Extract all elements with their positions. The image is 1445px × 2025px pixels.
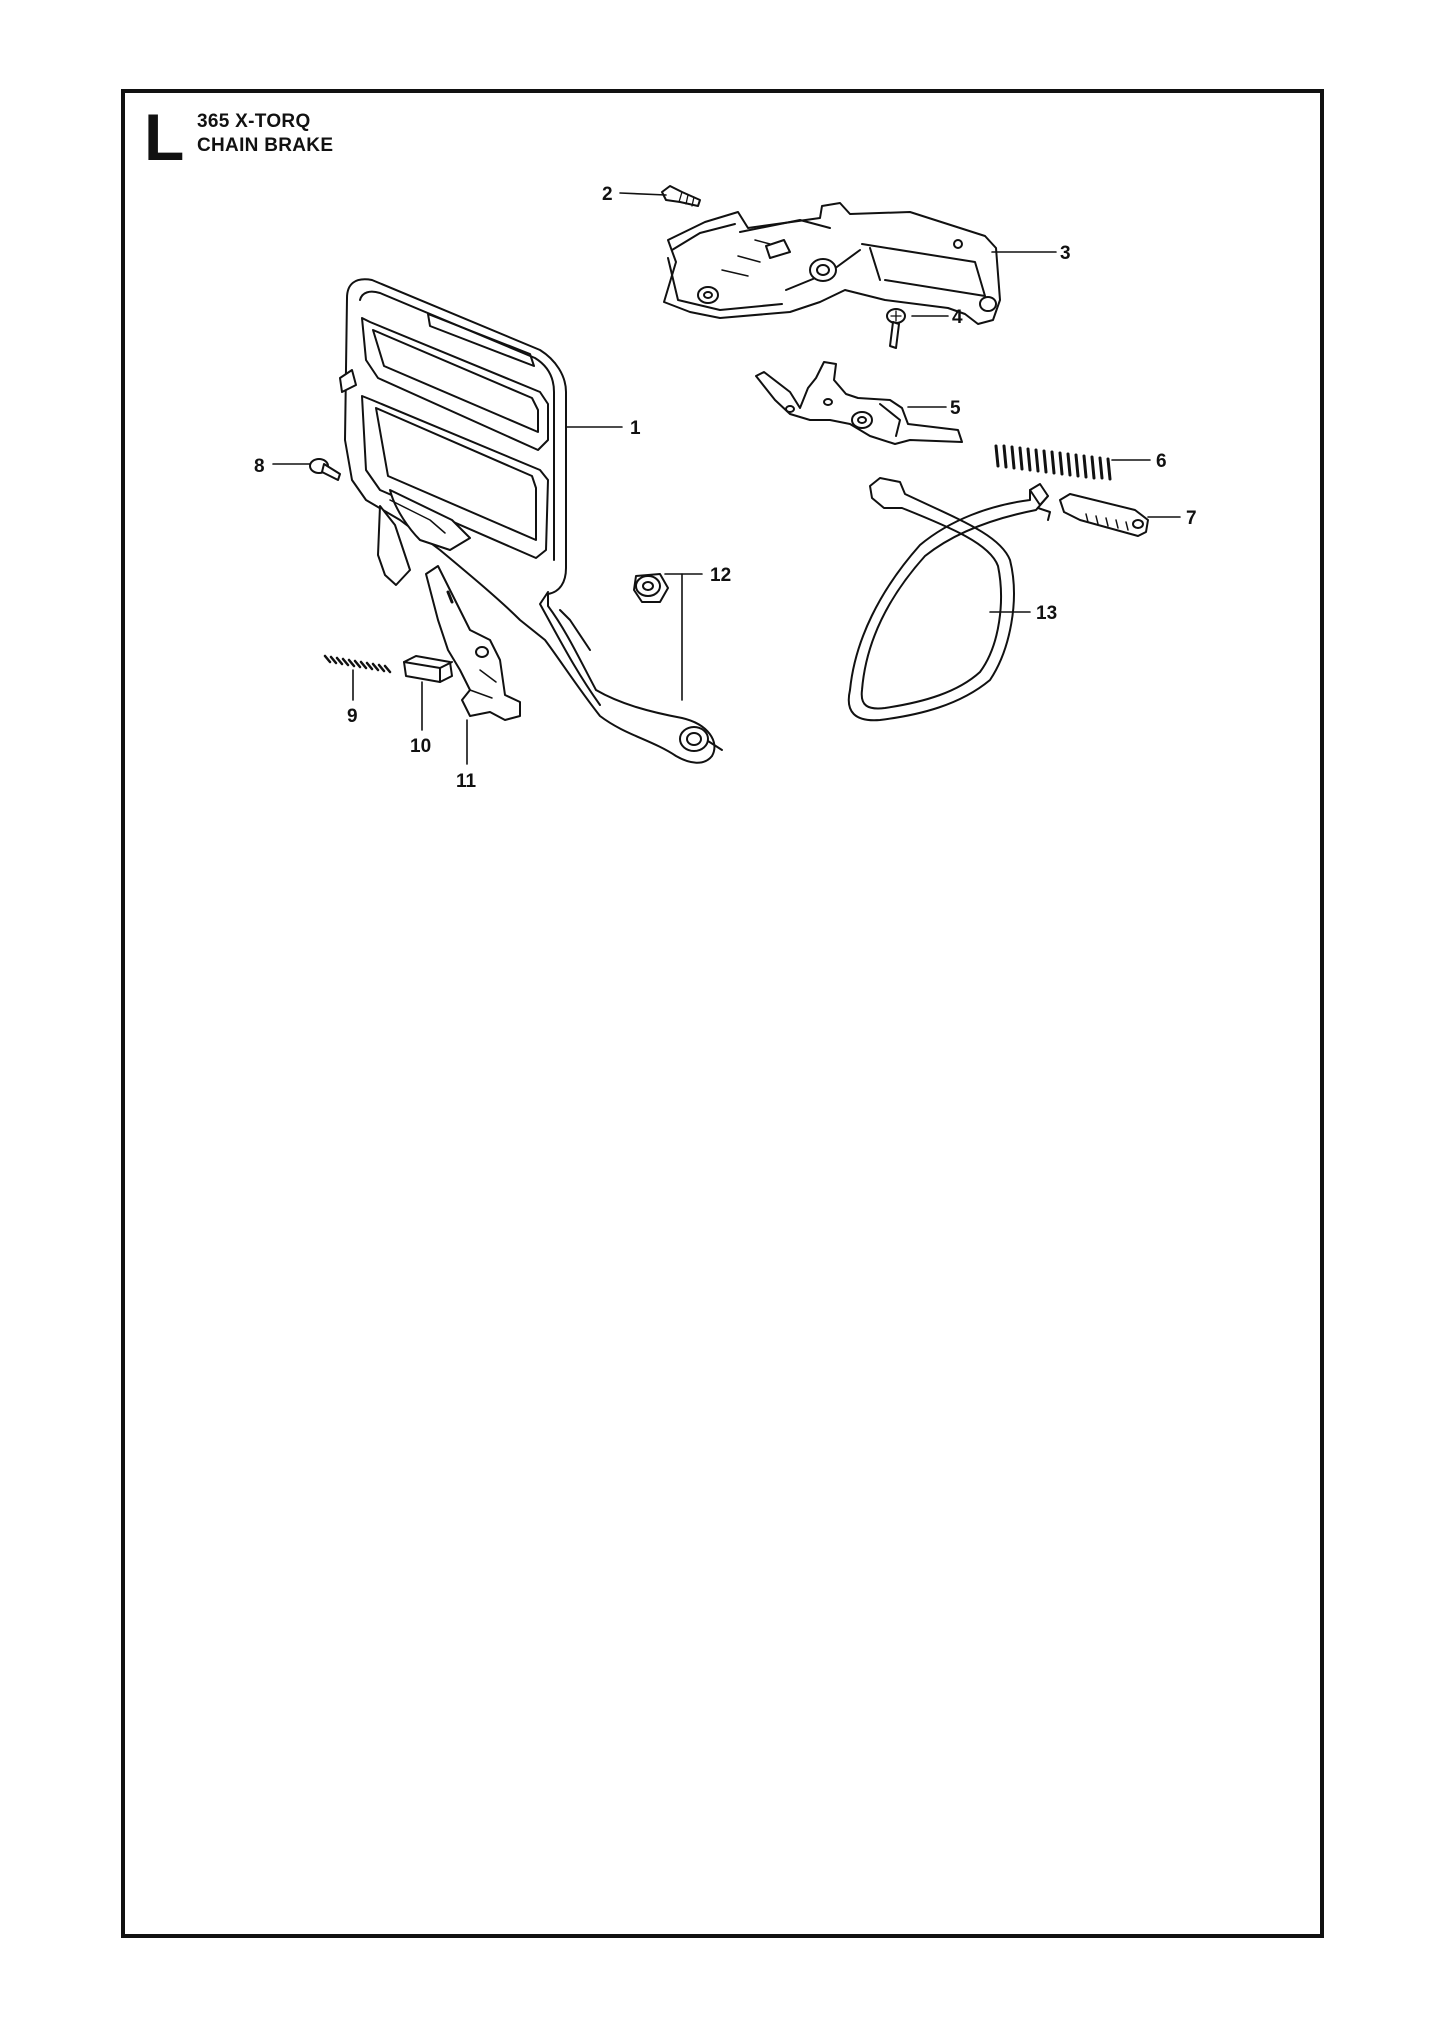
part-8-screw bbox=[309, 458, 341, 481]
callout-13: 13 bbox=[1036, 603, 1057, 624]
callout-7: 7 bbox=[1186, 508, 1197, 529]
part-5-trigger bbox=[755, 361, 963, 445]
page-frame bbox=[121, 89, 1324, 1938]
part-4-screw bbox=[886, 308, 906, 349]
model-name: 365 X-TORQ bbox=[197, 111, 311, 132]
part-2-screw bbox=[661, 185, 701, 207]
callout-4: 4 bbox=[952, 307, 963, 328]
leader-2 bbox=[619, 192, 667, 196]
callout-10: 10 bbox=[410, 736, 431, 757]
diagram-title: 365 X-TORQ CHAIN BRAKE bbox=[197, 110, 333, 158]
part-11-brake-lever bbox=[425, 565, 521, 721]
callout-numbers: 1 2 3 4 5 6 7 8 9 10 11 12 13 bbox=[254, 184, 1197, 792]
callout-3: 3 bbox=[1060, 243, 1071, 264]
section-title: CHAIN BRAKE bbox=[197, 135, 334, 156]
callout-9: 9 bbox=[347, 706, 358, 727]
callout-6: 6 bbox=[1156, 451, 1167, 472]
part-1-hand-guard bbox=[339, 278, 723, 764]
part-3-cover bbox=[663, 202, 1001, 325]
callout-5: 5 bbox=[950, 398, 961, 419]
callout-8: 8 bbox=[254, 456, 265, 477]
part-10-block bbox=[403, 655, 453, 683]
part-12-bushing bbox=[633, 573, 669, 603]
part-9-spring bbox=[323, 654, 392, 674]
part-13-brake-band bbox=[847, 477, 1051, 722]
callout-12: 12 bbox=[710, 565, 731, 586]
leader-lines bbox=[272, 192, 1181, 765]
callout-2: 2 bbox=[602, 184, 613, 205]
part-7-guide bbox=[1059, 493, 1149, 537]
callout-11: 11 bbox=[456, 771, 477, 792]
callout-1: 1 bbox=[630, 418, 641, 439]
section-letter: L bbox=[144, 100, 185, 174]
part-6-spring bbox=[994, 444, 1112, 481]
